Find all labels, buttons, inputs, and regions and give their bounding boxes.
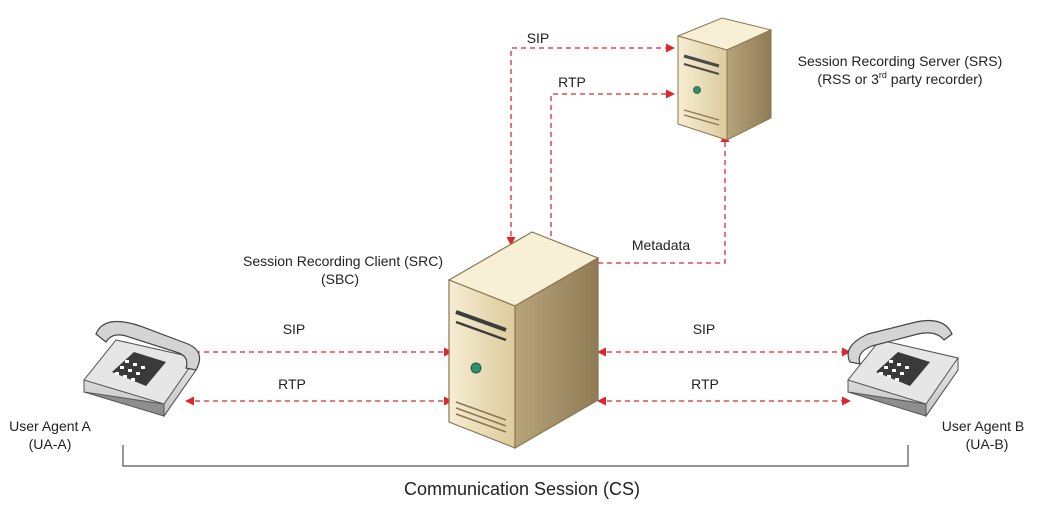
communication-session-bracket <box>122 445 909 467</box>
ua-b-name-label: User Agent B <box>942 418 1025 434</box>
flow-label-rtp-top: RTP <box>558 74 586 90</box>
communication-session-label: Communication Session (CS) <box>404 479 640 499</box>
server-icon <box>447 231 600 450</box>
flow-label-rtp-left: RTP <box>278 376 306 392</box>
flow-label-sip-right: SIP <box>693 321 716 337</box>
src-role-label: (SBC) <box>321 271 359 287</box>
server-icon <box>676 17 773 141</box>
telephone-icon <box>83 320 201 418</box>
flow-label-sip-left: SIP <box>283 321 306 337</box>
ua-a-name-label: User Agent A <box>9 418 91 434</box>
telephone-icon <box>847 319 959 418</box>
flow-metadata-src-srs <box>598 133 730 264</box>
ua-b-id-label: (UA-B) <box>966 436 1009 452</box>
ua-a-id-label: (UA-A) <box>29 436 72 452</box>
flow-label-rtp-right: RTP <box>691 376 719 392</box>
flow-sip-src-srs <box>506 43 675 246</box>
flow-label-sip-top: SIP <box>527 30 550 46</box>
flow-rtp-src-srs <box>550 89 675 236</box>
srs-role-label: (RSS or 3rd party recorder) <box>817 70 982 87</box>
flow-label-metadata: Metadata <box>632 237 691 253</box>
src-name-label: Session Recording Client (SRC) <box>243 253 443 269</box>
srs-name-label: Session Recording Server (SRS) <box>798 53 1003 69</box>
